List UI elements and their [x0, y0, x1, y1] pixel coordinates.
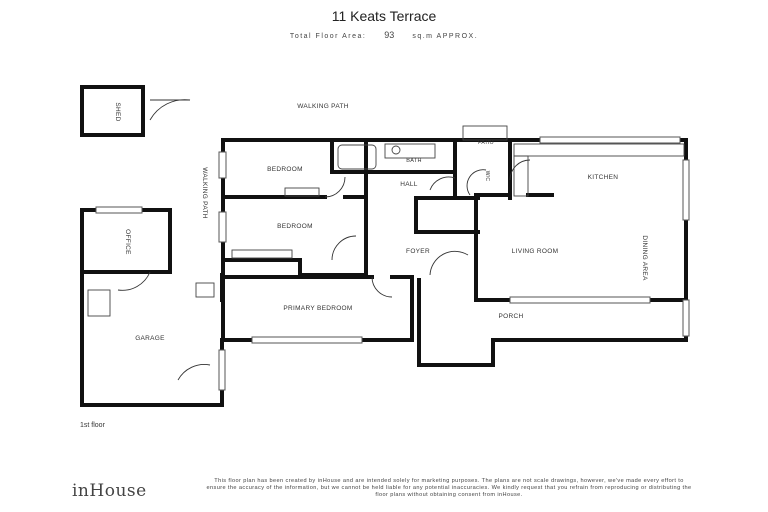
window-dining	[682, 159, 690, 221]
door-kitchen	[509, 159, 531, 181]
shed-outline	[80, 85, 145, 137]
door-bedroom2	[331, 235, 357, 261]
porch-walls	[417, 278, 688, 367]
area-label: Total Floor Area:	[289, 33, 367, 40]
vanity	[384, 143, 436, 159]
door-hall	[429, 176, 456, 191]
door-office	[117, 271, 151, 291]
label-porch: PORCH	[499, 313, 524, 320]
window-bedroom2	[218, 211, 227, 243]
basin	[391, 145, 401, 155]
inhouse-logo: inHouse	[72, 481, 147, 501]
window-bedroom1	[218, 151, 227, 179]
door-wc	[466, 169, 487, 196]
garage-shelf	[87, 289, 111, 317]
door-garage	[177, 364, 211, 381]
label-bedroom1: BEDROOM	[267, 166, 303, 173]
label-bedroom2: BEDROOM	[277, 223, 313, 230]
label-walking-path-top: WALKING PATH	[297, 103, 349, 110]
label-bath: BATH	[406, 158, 421, 164]
kitchen-counter-side	[513, 155, 529, 197]
window-primary	[251, 336, 363, 344]
door-foyer	[429, 250, 469, 276]
patio-fixture	[462, 125, 508, 141]
door-shed	[149, 99, 191, 121]
label-primary-bedroom: PRIMARY BEDROOM	[283, 305, 352, 312]
label-walking-path-side: WALKING PATH	[201, 167, 208, 219]
total-floor-area: Total Floor Area: 93 sq.m APPROX.	[0, 30, 768, 40]
label-foyer: FOYER	[406, 248, 430, 255]
label-patio: PATIO	[478, 140, 494, 146]
label-living-room: LIVING ROOM	[512, 248, 559, 255]
bath-walls	[330, 138, 512, 200]
window-kitchen	[539, 136, 681, 144]
window-living	[509, 296, 651, 304]
window-garage	[218, 349, 226, 391]
kitchen-counter	[513, 143, 685, 157]
floor-label: 1st floor	[80, 422, 105, 429]
area-unit: sq.m APPROX.	[412, 33, 479, 40]
door-primary	[371, 276, 393, 298]
garage-walls	[80, 208, 224, 407]
area-value: 93	[384, 30, 395, 40]
wardrobe	[231, 249, 293, 259]
disclaimer-text: This floor plan has been created by inHo…	[206, 478, 692, 498]
label-kitchen: KITCHEN	[588, 174, 619, 181]
label-hall: HALL	[400, 181, 418, 188]
bed-1	[284, 187, 320, 197]
plan-title: 11 Keats Terrace	[331, 8, 437, 24]
label-shed: SHED	[114, 102, 121, 121]
window-office	[95, 206, 143, 214]
bedroom2-wall	[221, 258, 368, 277]
label-wc: W/C	[484, 171, 490, 182]
bathtub	[337, 144, 377, 170]
label-dining-area: DINING AREA	[641, 235, 648, 281]
door-bedroom1	[324, 176, 346, 198]
laundry	[195, 282, 215, 298]
label-office: OFFICE	[124, 229, 131, 255]
window-porch	[682, 299, 690, 337]
label-garage: GARAGE	[135, 335, 165, 342]
foyer-closet	[414, 196, 480, 234]
